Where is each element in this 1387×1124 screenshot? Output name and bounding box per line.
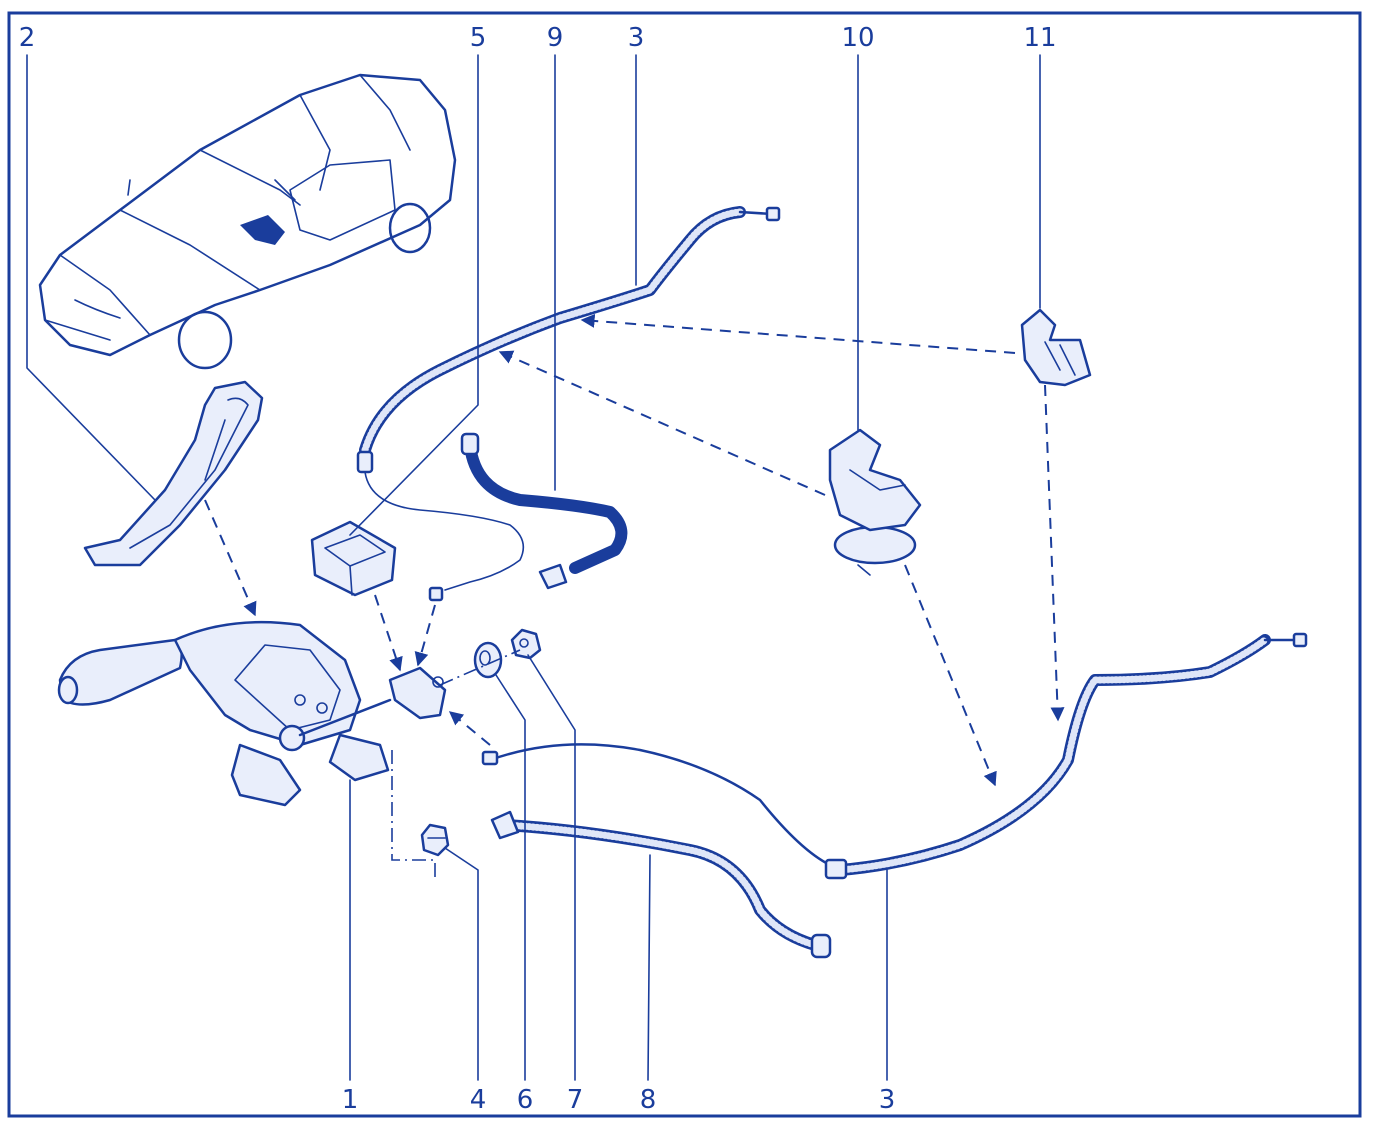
cable-3-top bbox=[356, 206, 781, 602]
clip-11-part bbox=[1020, 308, 1092, 387]
arrow-11-to-cable-bottom bbox=[1044, 384, 1065, 722]
leader-6 bbox=[495, 674, 526, 1081]
callout-3-top: 3 bbox=[628, 23, 645, 53]
callout-5: 5 bbox=[470, 23, 487, 53]
arrow-to-equaliser bbox=[414, 604, 436, 667]
arrow-10-to-cable-bottom bbox=[904, 564, 997, 787]
callout-3-bottom: 3 bbox=[879, 1085, 896, 1115]
equaliser-part bbox=[310, 520, 397, 597]
leader-7 bbox=[527, 654, 576, 1081]
car-illustration bbox=[38, 73, 457, 370]
equaliser-assembled bbox=[388, 666, 447, 720]
callout-6: 6 bbox=[517, 1085, 534, 1115]
leader-8 bbox=[647, 854, 651, 1081]
handbrake-lever-part bbox=[57, 620, 392, 807]
callout-2: 2 bbox=[19, 23, 36, 53]
cable-9-part bbox=[460, 432, 628, 590]
leader-5 bbox=[349, 54, 479, 536]
cable-8-part bbox=[490, 810, 832, 959]
callout-8: 8 bbox=[640, 1085, 657, 1115]
leader-2 bbox=[26, 54, 156, 501]
arrow-5-to-1 bbox=[374, 594, 403, 672]
console-trim-part bbox=[83, 380, 264, 567]
axis-4 bbox=[391, 750, 436, 880]
callout-11: 11 bbox=[1023, 23, 1056, 53]
axis-6-7 bbox=[439, 649, 521, 686]
callout-10: 10 bbox=[841, 23, 874, 53]
cable-3-bottom bbox=[481, 632, 1308, 880]
nut-4-part bbox=[420, 823, 450, 857]
arrow-2-to-1 bbox=[204, 499, 257, 617]
arrow-11-to-cable-top bbox=[580, 313, 1016, 354]
callout-7: 7 bbox=[567, 1085, 584, 1115]
callout-4: 4 bbox=[470, 1085, 487, 1115]
callout-9: 9 bbox=[547, 23, 564, 53]
diagram-border bbox=[7, 11, 1362, 1118]
arrow-10-to-cable-top bbox=[498, 350, 826, 496]
nut-7-part bbox=[510, 628, 542, 660]
callout-1: 1 bbox=[342, 1085, 359, 1115]
clip-10-part bbox=[828, 428, 922, 576]
washer-6-part bbox=[473, 641, 503, 679]
arrow-cable-to-lever bbox=[448, 711, 491, 746]
leader-4 bbox=[444, 847, 479, 1081]
